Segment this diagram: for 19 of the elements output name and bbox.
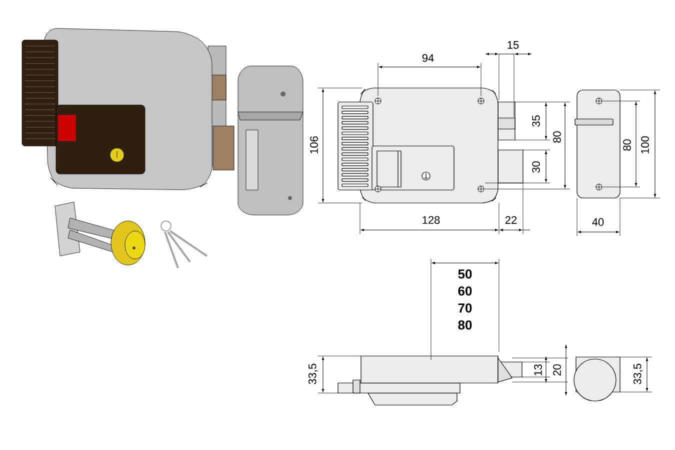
- dimension-value: 22: [505, 216, 517, 224]
- dimension-value: 80: [623, 139, 631, 151]
- dimension-value: 20: [553, 364, 561, 376]
- dimension-value: 94: [422, 54, 434, 62]
- dimension-value: 35: [532, 115, 540, 127]
- dimension-value: 33,5: [633, 364, 643, 384]
- dimension-value: 40: [592, 218, 604, 226]
- dimension-value: 128: [422, 216, 440, 224]
- dimension-value: 30: [532, 161, 540, 173]
- dimension-value: 33,5: [308, 364, 318, 384]
- dimension-value: 15: [508, 41, 519, 49]
- dimension-value: 50: [458, 269, 472, 279]
- dimension-value: 13: [534, 364, 542, 376]
- dimension-value: 106: [310, 136, 318, 154]
- dimension-value: 80: [458, 320, 472, 330]
- dimension-value: 100: [641, 136, 649, 154]
- dimension-value: 70: [458, 303, 472, 313]
- dimension-value: 80: [553, 131, 561, 143]
- dimension-value: 60: [458, 286, 472, 296]
